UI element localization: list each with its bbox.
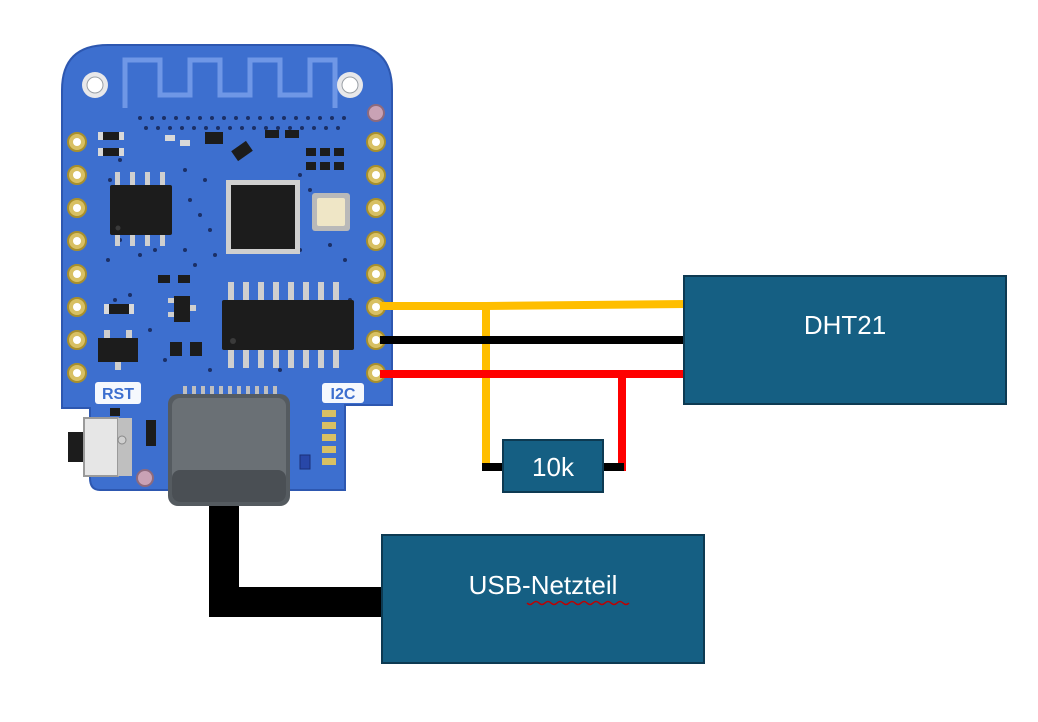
mounting-hole	[367, 104, 385, 122]
reset-label-badge	[95, 382, 141, 404]
capacitor	[146, 420, 156, 446]
i2c-label-badge	[322, 383, 364, 403]
regulator	[98, 275, 202, 370]
dht21-label: DHT21	[804, 310, 886, 340]
usb-serial-chip	[222, 282, 354, 368]
usb-cable	[209, 495, 385, 617]
flash-chip	[110, 172, 172, 246]
i2c-label: I2C	[331, 386, 356, 403]
mounting-hole	[136, 469, 154, 487]
pcb	[61, 44, 393, 491]
microcontroller-board: RST I2C	[61, 44, 393, 506]
dht21-sensor: DHT21	[683, 275, 1007, 405]
reset-label: RST	[102, 386, 134, 403]
antenna-trace	[122, 57, 338, 108]
i2c-connector	[299, 410, 336, 470]
usb-power-supply: USB-Netzteil	[381, 534, 705, 664]
esp-chip	[226, 180, 300, 254]
mounting-hole	[337, 72, 363, 98]
spellcheck-underline	[526, 600, 630, 606]
mounting-hole	[82, 72, 108, 98]
left-header-pins	[67, 132, 87, 383]
pullup-resistor: 10k	[502, 439, 604, 493]
resistor-label: 10k	[532, 452, 575, 482]
usb-c-port	[168, 386, 290, 506]
crystal	[312, 193, 350, 231]
pullup-data-branch	[482, 306, 503, 471]
data-wire	[380, 300, 687, 310]
smd-components	[98, 130, 344, 170]
capacitor	[110, 408, 120, 416]
pullup-vcc-branch	[603, 374, 626, 471]
right-header-pins	[366, 132, 386, 383]
reset-button	[68, 417, 132, 477]
power-supply-label: USB-Netzteil	[469, 570, 618, 600]
